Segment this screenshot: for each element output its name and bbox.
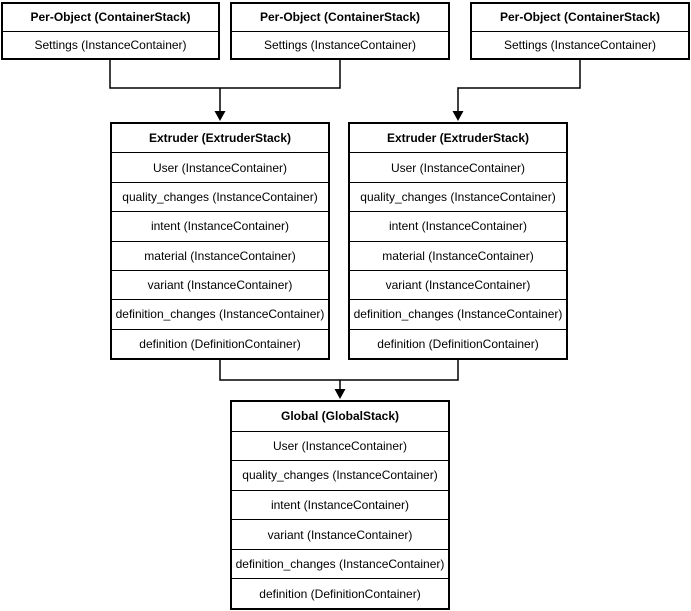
stack-row-settings: Settings (InstanceContainer): [3, 30, 218, 59]
stack-extruder-right: Extruder (ExtruderStack) User (InstanceC…: [348, 122, 568, 360]
stack-title: Extruder (ExtruderStack): [148, 131, 292, 146]
arrowhead-right-extruder: [452, 111, 464, 121]
stack-row-quality-changes: quality_changes (InstanceContainer): [350, 181, 566, 211]
stack-title: Extruder (ExtruderStack): [386, 131, 530, 146]
stack-row-intent: intent (InstanceContainer): [350, 211, 566, 240]
stack-per-object-3: Per-Object (ContainerStack) Settings (In…: [470, 2, 690, 60]
stack-row-material: material (InstanceContainer): [350, 240, 566, 270]
stack-row-variant: variant (InstanceContainer): [350, 269, 566, 299]
stack-global: Global (GlobalStack) User (InstanceConta…: [230, 400, 450, 610]
stack-row-variant: variant (InstanceContainer): [112, 269, 328, 299]
stack-row-definition: definition (DefinitionContainer): [350, 328, 566, 358]
stack-per-object-2: Per-Object (ContainerStack) Settings (In…: [230, 2, 450, 60]
stack-per-object-1: Per-Object (ContainerStack) Settings (In…: [1, 2, 220, 60]
stack-title: Per-Object (ContainerStack): [499, 10, 661, 25]
stack-row-user: User (InstanceContainer): [112, 152, 328, 181]
stack-row-settings: Settings (InstanceContainer): [472, 30, 688, 59]
stack-row-definition-changes: definition_changes (InstanceContainer): [232, 548, 448, 579]
stack-title: Per-Object (ContainerStack): [259, 10, 421, 25]
stack-row-intent: intent (InstanceContainer): [112, 211, 328, 240]
connector-perobject3: [457, 60, 581, 112]
stack-row-variant: variant (InstanceContainer): [232, 519, 448, 549]
stack-row-user: User (InstanceContainer): [350, 152, 566, 181]
stack-row-user: User (InstanceContainer): [232, 430, 448, 461]
connector-perobject12-merge: [109, 60, 341, 89]
connector-extruders-merge: [219, 360, 459, 381]
stack-row-definition-changes: definition_changes (InstanceContainer): [350, 299, 566, 328]
stack-title: Global (GlobalStack): [280, 409, 400, 424]
stack-row-quality-changes: quality_changes (InstanceContainer): [232, 460, 448, 490]
stack-row-material: material (InstanceContainer): [112, 240, 328, 270]
stack-title: Per-Object (ContainerStack): [30, 10, 191, 25]
arrowhead-global: [334, 389, 346, 399]
stack-row-definition: definition (DefinitionContainer): [232, 578, 448, 608]
stack-row-definition-changes: definition_changes (InstanceContainer): [112, 299, 328, 328]
stack-row-intent: intent (InstanceContainer): [232, 489, 448, 520]
stack-row-settings: Settings (InstanceContainer): [232, 30, 448, 59]
arrowhead-left-extruder: [214, 111, 226, 121]
stack-row-quality-changes: quality_changes (InstanceContainer): [112, 181, 328, 211]
stack-row-definition: definition (DefinitionContainer): [112, 328, 328, 358]
stack-extruder-left: Extruder (ExtruderStack) User (InstanceC…: [110, 122, 330, 360]
